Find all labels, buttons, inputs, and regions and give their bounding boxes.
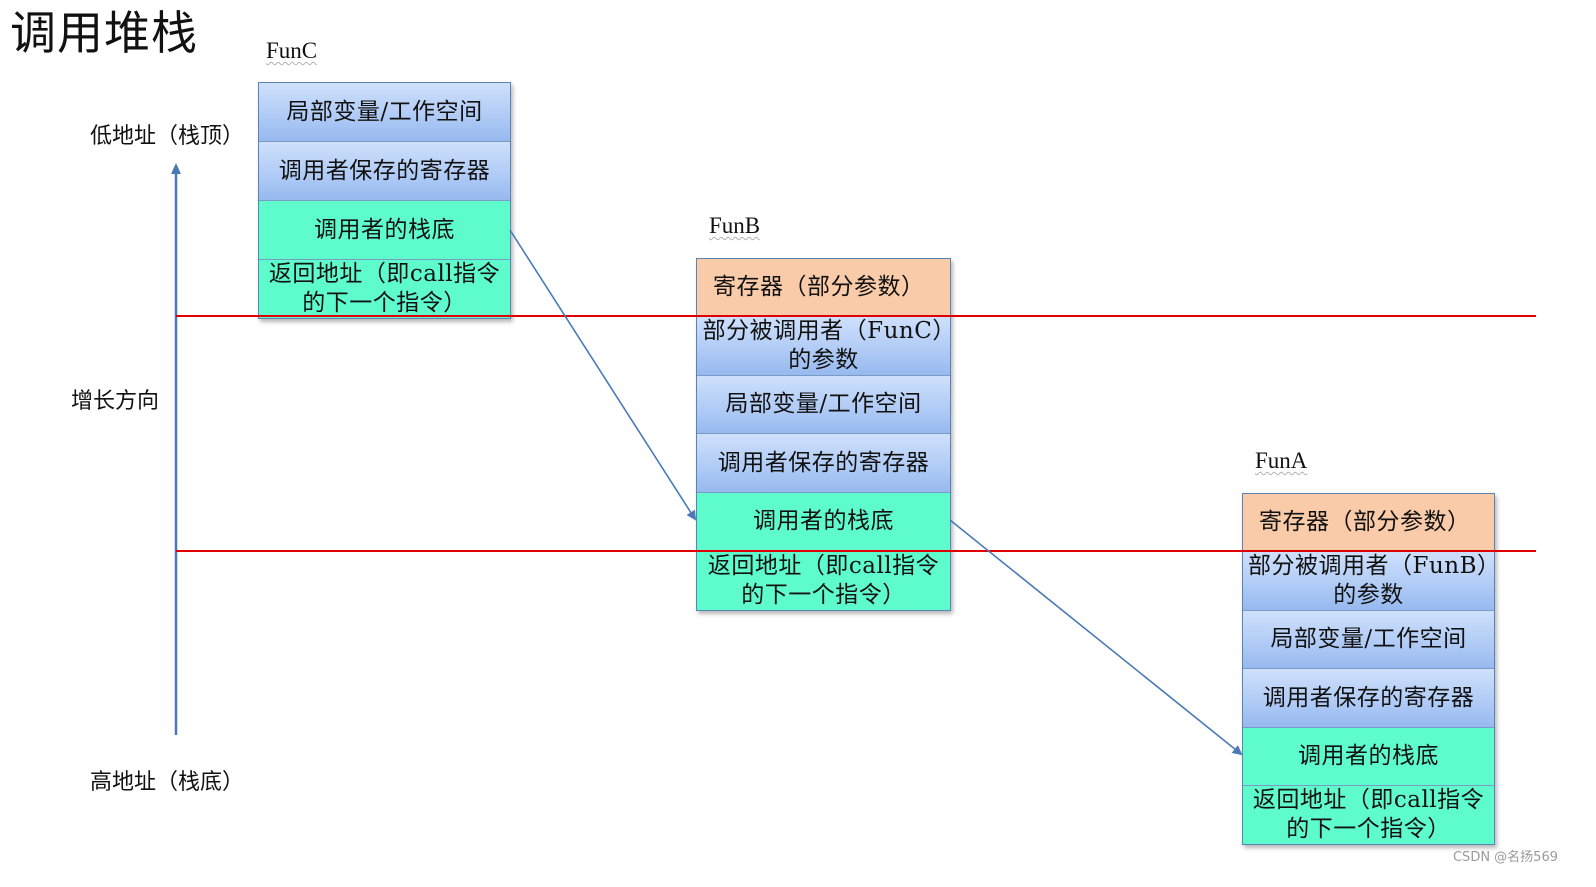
func-label-a: FunA (1255, 448, 1308, 473)
link-arrow-b-to-a (949, 519, 1243, 756)
frame-c-saved-registers: 调用者保存的寄存器 (259, 142, 510, 201)
low-address-label: 低地址（栈顶） (90, 124, 245, 149)
frame-a-register-params: 寄存器（部分参数） (1243, 494, 1494, 552)
frame-b-callee-params: 部分被调用者（FunC）的参数 (697, 317, 950, 376)
frame-a-callee-params: 部分被调用者（FunB）的参数 (1243, 552, 1494, 611)
page-title: 调用堆栈 (10, 6, 198, 60)
growth-direction-label: 增长方向 (71, 389, 160, 414)
high-address-label: 高地址（栈底） (90, 770, 245, 795)
link-arrow-c-to-b (509, 229, 697, 521)
frame-b-caller-base: 调用者的栈底 (697, 493, 950, 551)
stack-frame-a: 寄存器（部分参数） 部分被调用者（FunB）的参数 局部变量/工作空间 调用者保… (1242, 493, 1495, 845)
frame-b-saved-registers: 调用者保存的寄存器 (697, 434, 950, 493)
frame-c-local-vars: 局部变量/工作空间 (259, 83, 510, 142)
frame-a-local-vars: 局部变量/工作空间 (1243, 611, 1494, 669)
stack-frame-b: 寄存器（部分参数） 部分被调用者（FunC）的参数 局部变量/工作空间 调用者保… (696, 258, 951, 611)
frame-b-register-params: 寄存器（部分参数） (697, 259, 950, 317)
stack-frame-c: 局部变量/工作空间 调用者保存的寄存器 调用者的栈底 返回地址（即call指令的… (258, 82, 511, 319)
frame-c-caller-base: 调用者的栈底 (259, 201, 510, 260)
frame-a-saved-registers: 调用者保存的寄存器 (1243, 669, 1494, 728)
growth-axis-arrowhead (171, 163, 181, 174)
frame-a-caller-base: 调用者的栈底 (1243, 728, 1494, 786)
func-label-b: FunB (709, 213, 761, 238)
frame-c-return-address: 返回地址（即call指令的下一个指令） (259, 260, 510, 318)
frame-b-local-vars: 局部变量/工作空间 (697, 376, 950, 434)
frame-a-return-address: 返回地址（即call指令的下一个指令） (1243, 786, 1494, 844)
watermark: CSDN @名扬569 (1452, 850, 1558, 865)
func-label-c: FunC (266, 38, 318, 63)
frame-b-return-address: 返回地址（即call指令的下一个指令） (697, 551, 950, 610)
